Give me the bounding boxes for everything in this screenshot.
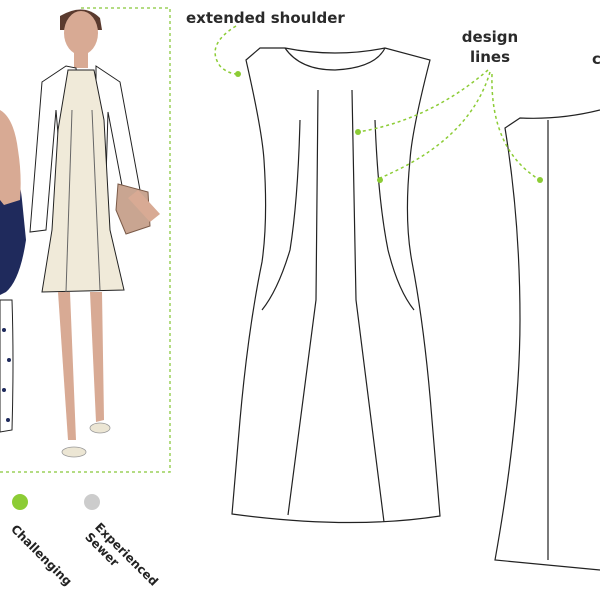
annotation-design-line1: design bbox=[461, 28, 519, 46]
annotation-dots bbox=[235, 71, 543, 183]
dress-front-drawing bbox=[231, 47, 441, 524]
left-model-figure bbox=[0, 110, 26, 433]
annotation-extended-shoulder: extended shoulder bbox=[186, 9, 345, 27]
annotation-leaders bbox=[214, 25, 541, 181]
dress-back-drawing bbox=[494, 109, 600, 571]
experienced-sewer-dot bbox=[84, 494, 100, 510]
illustration-frame bbox=[0, 7, 171, 473]
annotation-design-line2: lines bbox=[469, 48, 511, 66]
annotation-cut-off: c bbox=[592, 50, 600, 68]
model-figure bbox=[29, 9, 160, 458]
challenging-dot bbox=[12, 494, 28, 510]
annotation-design-lines: design lines bbox=[450, 27, 530, 67]
